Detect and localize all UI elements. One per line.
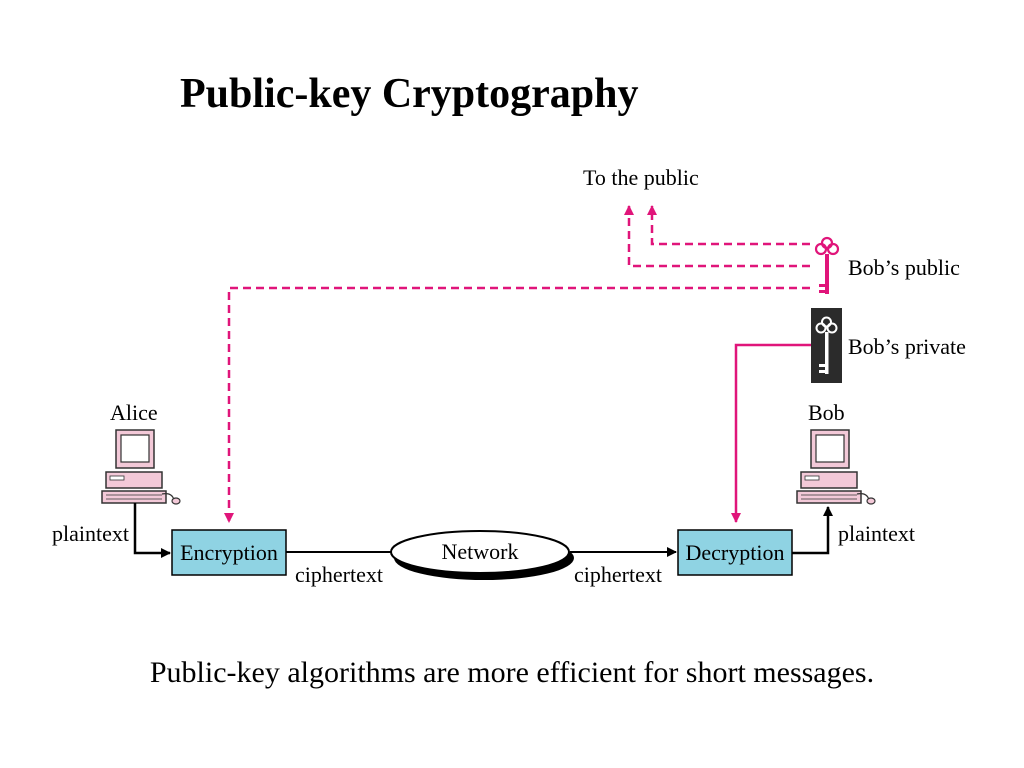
- caption: Public-key algorithms are more efficient…: [149, 656, 875, 689]
- to-public-label: To the public: [583, 165, 699, 190]
- decryption-box: [677, 529, 793, 576]
- private-key-line-to-decryption: [731, 343, 811, 523]
- public-key-line-to-public-1: [647, 205, 810, 246]
- encryption-box: [171, 529, 287, 576]
- bob-plaintext-arrow: [792, 506, 833, 555]
- bob-label: Bob: [808, 400, 845, 425]
- ciphertext-left-label: ciphertext: [295, 562, 383, 587]
- public-key-line-to-encryption: [224, 286, 810, 523]
- bob-computer-icon: [796, 429, 876, 505]
- encryption-label: Encryption: [180, 540, 278, 565]
- plaintext-left-label: plaintext: [52, 521, 129, 546]
- plaintext-right-label: plaintext: [838, 521, 915, 546]
- public-key-line-to-public-2: [624, 205, 810, 268]
- alice-plaintext-arrow: [133, 503, 171, 558]
- bobs-public-label: Bob’s public: [848, 255, 960, 280]
- decryption-label: Decryption: [686, 540, 785, 565]
- bobs-private-label: Bob’s private: [848, 334, 966, 359]
- public-key-icon: [814, 236, 840, 294]
- page-title: Public-key Cryptography: [180, 71, 639, 117]
- network-label: Network: [442, 539, 519, 564]
- ciphertext-right-label: ciphertext: [574, 562, 662, 587]
- network-ellipse: [390, 530, 570, 574]
- private-key-icon: [811, 308, 842, 383]
- alice-computer-icon: [101, 429, 181, 505]
- alice-label: Alice: [110, 400, 158, 425]
